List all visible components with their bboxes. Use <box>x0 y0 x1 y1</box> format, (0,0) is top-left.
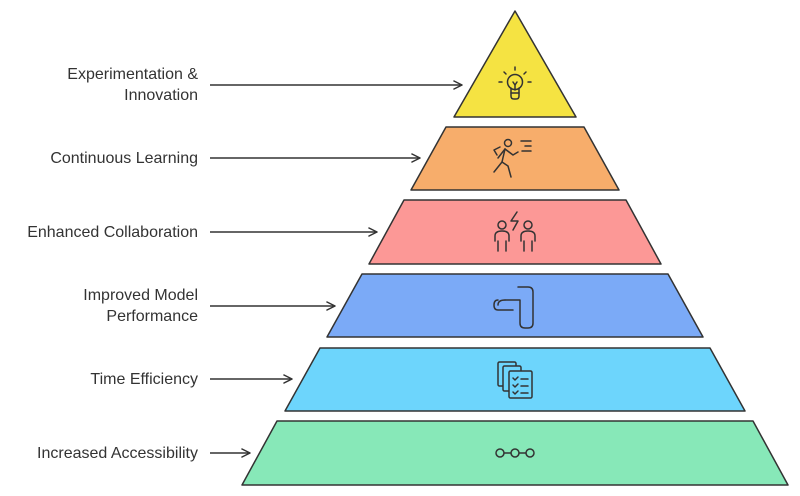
tier-label-continuous-learning: Continuous Learning <box>50 150 198 167</box>
pyramid-tier-experimentation <box>453 10 577 118</box>
tier-label-experimentation: Experimentation & Innovation <box>67 66 198 104</box>
tier-label-increased-accessibility: Increased Accessibility <box>37 445 198 462</box>
tier-label-time-efficiency: Time Efficiency <box>90 371 198 388</box>
running-person-icon <box>493 138 532 178</box>
pyramid-tier-enhanced-collaboration <box>368 199 662 265</box>
checklist-documents-icon <box>497 361 533 399</box>
connected-nodes-icon <box>495 448 535 458</box>
lightbulb-icon <box>498 66 532 100</box>
tier-label-enhanced-collaboration: Enhanced Collaboration <box>27 224 198 241</box>
pyramid-tier-improved-model-performance <box>326 273 704 338</box>
path-arrow-icon <box>493 286 534 329</box>
pyramid-tier-increased-accessibility <box>241 420 789 486</box>
two-people-lightning-icon <box>494 211 536 252</box>
tier-label-improved-model-performance: Improved Model Performance <box>83 287 198 325</box>
pyramid-tier-continuous-learning <box>410 126 620 191</box>
